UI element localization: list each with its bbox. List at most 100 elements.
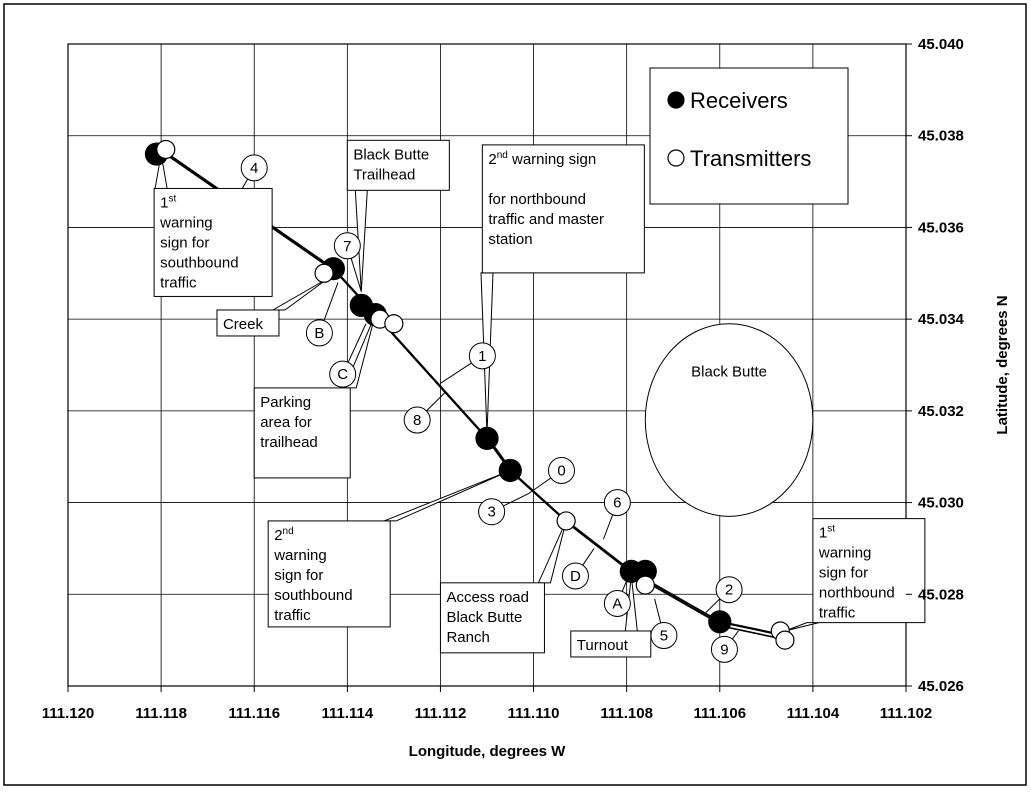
annotation-box-5: [267, 520, 391, 628]
transmitter-point-7: [775, 630, 795, 650]
transmitter-point-4: [556, 511, 576, 531]
annotation-line-0-2: sign for: [160, 234, 209, 251]
legend-marker-1: [667, 149, 685, 167]
area-label: Black Butte: [691, 364, 767, 381]
x-tick-label-7: 111.106: [693, 705, 746, 722]
annotation-line-0-0: 1st: [160, 193, 176, 211]
legend-label-1: Transmitters: [690, 146, 811, 171]
callout-label-9: 9: [720, 641, 728, 658]
annotation-line-0-3: southbound: [160, 254, 238, 271]
annotation-line-5-3: southbound: [274, 587, 352, 604]
x-axis-label: Longitude, degrees W: [409, 743, 567, 760]
callout-circle-7: [333, 232, 361, 260]
points-layer: [144, 139, 795, 650]
annotation-line-8-4: traffic: [819, 605, 856, 622]
leader-layer: [154, 153, 820, 650]
annotation-line-0-4: traffic: [160, 274, 197, 291]
annotation-line-2-4: station: [488, 231, 532, 248]
annotation-line-8-0: 1st: [819, 524, 835, 542]
callout-circle-11: [305, 319, 333, 347]
annotation-box-6: [439, 582, 545, 654]
callout-circle-0: [547, 456, 575, 484]
annotation-line-1-0: Black Butte: [353, 146, 429, 163]
annotation-line-6-2: Ranch: [446, 629, 489, 646]
callout-label-11: B: [314, 325, 324, 342]
annotation-box-1: [346, 139, 450, 191]
annotation-line-7-0: Turnout: [577, 637, 629, 654]
annotation-line-8-3: northbound: [819, 585, 895, 602]
route-segment-5: [565, 520, 633, 573]
y-tick-label-5: 45.036: [918, 219, 964, 236]
annotation-box-7: [570, 630, 652, 658]
callout-label-0: 0: [557, 462, 565, 479]
legend-label-0: Receivers: [690, 88, 788, 113]
callout-circle-9: [710, 635, 738, 663]
annotation-box-0: [153, 187, 273, 297]
callout-label-7: 7: [343, 238, 351, 255]
x-tick-label-9: 111.102: [880, 705, 933, 722]
callout-label-2: 2: [725, 582, 733, 599]
transmitter-point-5: [635, 575, 655, 595]
x-tick-label-4: 111.112: [415, 705, 467, 722]
annotation-line-4-2: trailhead: [260, 434, 318, 451]
callout-circle-8: [403, 406, 431, 434]
callout-label-8: 8: [413, 412, 421, 429]
annotation-line-6-1: Black Butte: [446, 609, 522, 626]
annotation-line-2-0: 2nd warning sign: [488, 150, 596, 168]
x-tick-label-2: 111.116: [228, 705, 280, 722]
annotation-line-5-0: 2nd: [274, 526, 293, 544]
receiver-point-8: [708, 610, 732, 634]
callout-circle-6: [603, 489, 631, 517]
transmitter-point-3: [384, 314, 404, 334]
x-tick-label-1: 111.118: [135, 705, 187, 722]
callout-label-6: 6: [613, 495, 621, 512]
callout-circle-13: [561, 562, 589, 590]
x-tick-label-5: 111.110: [508, 705, 560, 722]
x-tick-label-0: 111.120: [42, 705, 95, 722]
callout-label-13: D: [570, 568, 581, 585]
callout-circle-3: [478, 498, 506, 526]
callout-circle-2: [715, 576, 743, 604]
annotation-line-3-0: Creek: [223, 316, 264, 333]
callout-circle-10: [603, 589, 631, 617]
callout-label-10: A: [612, 595, 622, 612]
outer-border: [3, 3, 1027, 786]
callout-circle-12: [329, 360, 357, 388]
route-return-segment-2: [379, 319, 493, 444]
annotation-box-8: [812, 518, 926, 624]
receiver-point-4: [475, 426, 499, 450]
annotation-line-4-0: Parking: [260, 394, 311, 411]
annotation-line-1-1: Trailhead: [353, 166, 415, 183]
annotation-line-0-1: warning: [159, 214, 213, 231]
transmitter-point-0: [156, 139, 176, 160]
y-tick-label-0: 45.026: [918, 678, 964, 695]
annotation-line-6-0: Access road: [446, 589, 529, 606]
transmitter-point-1: [314, 263, 334, 283]
area-outline: [644, 323, 814, 517]
callout-label-1: 1: [478, 348, 486, 365]
x-tick-label-8: 111.104: [787, 705, 840, 722]
y-tick-label-2: 45.030: [918, 495, 964, 512]
annotation-line-5-2: sign for: [274, 567, 323, 584]
callout-label-5: 5: [660, 628, 668, 645]
annotation-line-5-1: warning: [273, 547, 327, 564]
legend-marker-0: [667, 91, 685, 109]
callout-label-12: C: [337, 366, 348, 383]
callout-circle-1: [468, 342, 496, 370]
annotation-line-2-3: traffic and master: [488, 211, 604, 228]
annotation-line-4-1: area for: [260, 414, 312, 431]
annotation-box-3: [216, 309, 280, 337]
y-tick-label-6: 45.038: [918, 128, 964, 145]
annotation-box-4: [253, 387, 351, 479]
y-tick-label-3: 45.032: [918, 403, 964, 420]
y-tick-label-1: 45.028: [918, 586, 964, 603]
legend-box: [649, 67, 849, 205]
callout-circle-4: [240, 154, 268, 182]
annotation-line-8-1: warning: [818, 545, 872, 562]
y-axis-label: Latitude, degrees N: [994, 295, 1011, 434]
y-tick-label-7: 45.040: [918, 36, 964, 53]
